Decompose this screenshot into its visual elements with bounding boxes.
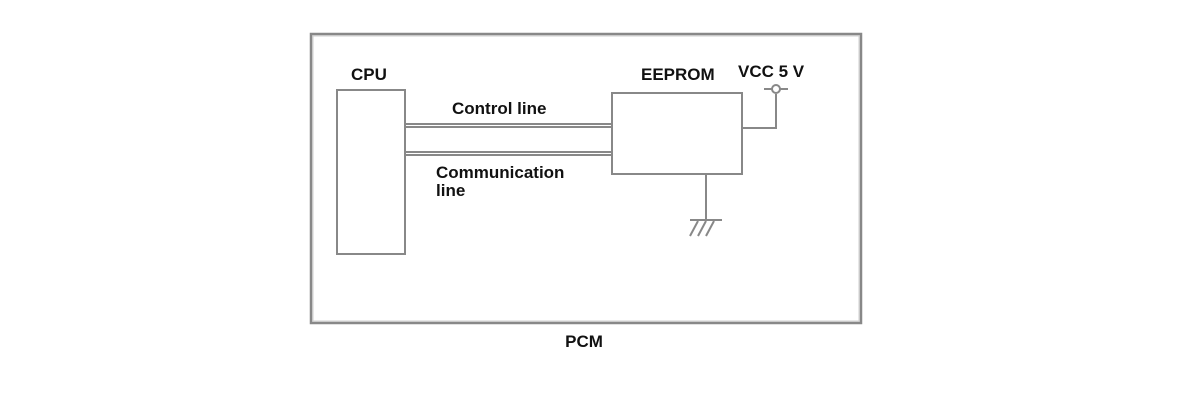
ground-connection [689, 174, 722, 237]
control-line-label: Control line [452, 99, 546, 118]
communication-line-label: Communication [436, 163, 564, 182]
cpu-block [336, 89, 406, 255]
communication-line-trace [405, 151, 612, 156]
eeprom-label: EEPROM [641, 65, 715, 84]
pcm-boundary-inner [312, 35, 860, 322]
vcc-terminal-icon [771, 84, 781, 94]
vcc-label: VCC 5 V [738, 62, 805, 81]
cpu-label: CPU [351, 65, 387, 84]
control-line-trace [405, 123, 612, 128]
vcc-connection [742, 84, 788, 129]
communication-line-label-cont: line [436, 181, 465, 200]
pcm-boundary [309, 32, 863, 325]
pcm-label: PCM [565, 332, 603, 351]
eeprom-block [611, 92, 743, 175]
